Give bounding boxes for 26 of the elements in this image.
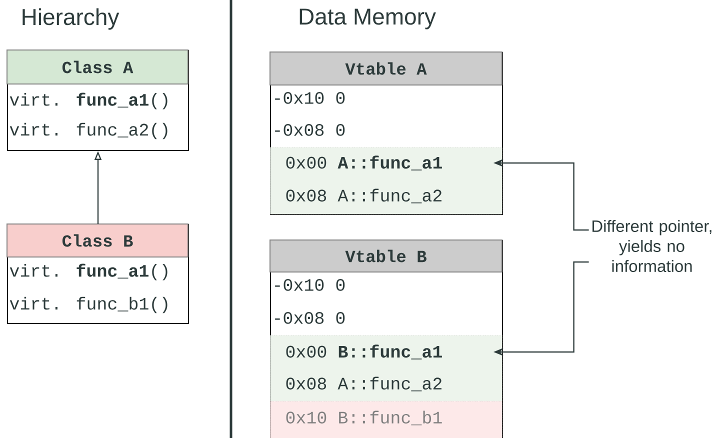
header-bar: Class B [6, 224, 188, 258]
memory-row: 0x00 A::func_a1 [286, 156, 442, 170]
memory-row: -0x10 0 [275, 92, 345, 104]
memory-row: virt. func_a1() [10, 92, 168, 110]
memory-row: -0x08 0 [275, 312, 345, 324]
class-box [6, 50, 189, 151]
memory-row: virt. func_b1() [10, 296, 168, 314]
memory-row: 0x08 A::func_a2 [286, 376, 442, 392]
memory-row: 0x00 B::func_a1 [286, 344, 442, 360]
note-text: Different pointer, yields no information [592, 220, 712, 272]
vtable-box [270, 52, 503, 215]
class-box [6, 224, 189, 324]
header-bar: Class A [6, 50, 188, 84]
highlight-band [270, 147, 502, 214]
vtable-box [270, 240, 503, 438]
highlight-band [270, 335, 502, 402]
section-heading: Data Memory [300, 8, 436, 30]
header-bar: Vtable B [270, 240, 502, 272]
header-bar: Vtable A [270, 52, 502, 86]
memory-row: -0x08 0 [275, 124, 345, 136]
highlight-band [270, 401, 502, 438]
memory-row: 0x08 A::func_a2 [286, 188, 442, 204]
memory-row: virt. func_a1() [10, 264, 168, 280]
memory-row: -0x10 0 [275, 279, 345, 291]
memory-row: 0x10 B::func_b1 [286, 410, 442, 426]
memory-row: virt. func_a2() [10, 122, 168, 140]
